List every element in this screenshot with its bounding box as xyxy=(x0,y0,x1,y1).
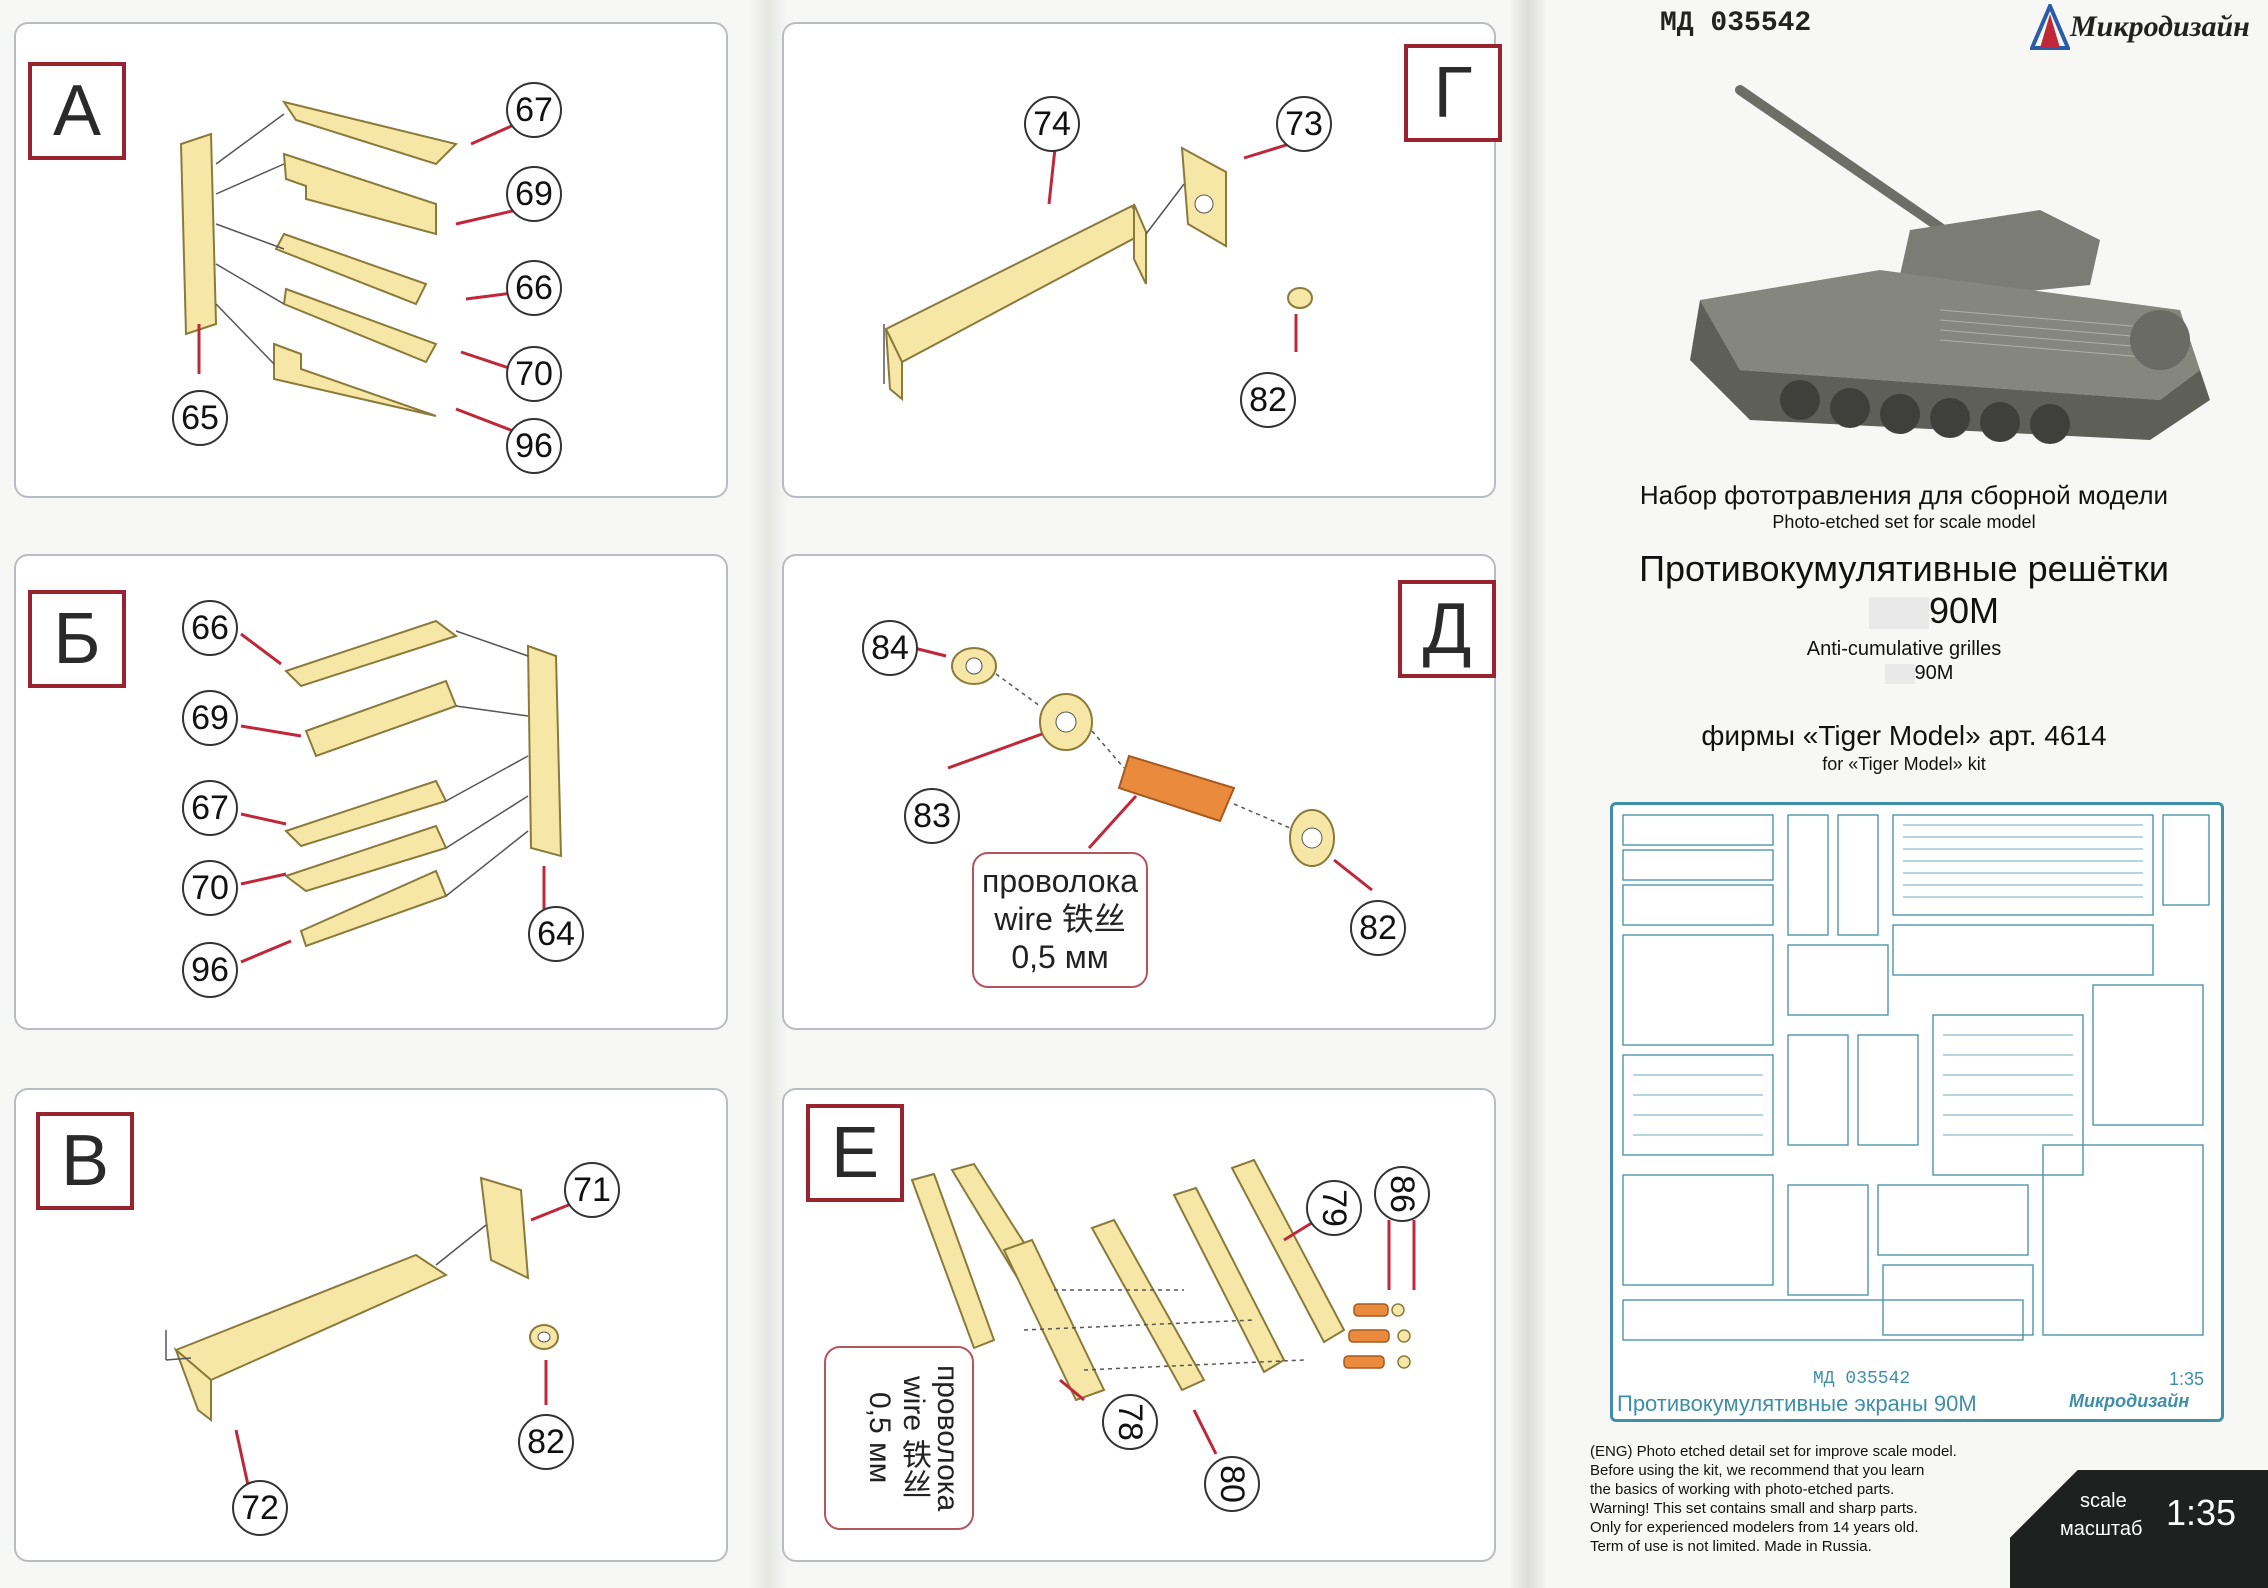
part-number: 84 xyxy=(862,620,918,676)
part-number: 71 xyxy=(564,1162,620,1218)
wire-note-ru: проволока xyxy=(982,863,1138,899)
grille-name-en: Anti-cumulative grilles xyxy=(1806,638,2002,660)
footer-line: (ENG) Photo etched detail set for improv… xyxy=(1590,1443,1957,1460)
fret-parts xyxy=(1622,814,2210,1341)
assembly-drawing xyxy=(240,619,563,964)
scale-label: scale xyxy=(2080,1490,2127,1512)
kit-ref-en: for «Tiger Model» kit xyxy=(1822,754,1986,774)
part-number: 69 xyxy=(506,166,562,222)
fold-shadow xyxy=(1508,0,1548,1588)
footer-line: Warning! This set contains small and sha… xyxy=(1590,1500,1918,1517)
panel-v: В 71 82 72 xyxy=(14,1088,728,1562)
wire-note-en: wire 铁丝 xyxy=(994,901,1126,937)
assembly-drawing xyxy=(910,1158,1416,1455)
part-number: 86 xyxy=(1374,1166,1430,1222)
part-number: 66 xyxy=(506,260,562,316)
footer-line: the basics of working with photo-etched … xyxy=(1590,1481,1895,1498)
step-letter: А xyxy=(28,62,126,160)
step-letter: Г xyxy=(1404,44,1502,142)
brand-logo-icon xyxy=(2030,4,2070,50)
step-letter: В xyxy=(36,1112,134,1210)
panel-g: Г 74 73 82 xyxy=(782,22,1502,498)
panel-e: Е xyxy=(782,1088,1496,1562)
footer-line: Before using the kit, we recommend that … xyxy=(1590,1462,1925,1479)
step-letter: Е xyxy=(806,1104,904,1202)
wire-note-en: wire 铁丝 xyxy=(897,1376,930,1500)
brand-logo: Микродизайн xyxy=(2030,4,2250,50)
wire-note-size: 0,5 мм xyxy=(1011,939,1109,975)
part-number: 66 xyxy=(182,600,238,656)
part-number: 82 xyxy=(518,1414,574,1470)
panel-b: Б 66 69 67 70 96 64 xyxy=(14,554,728,1030)
assembly-drawing xyxy=(179,100,522,436)
part-number: 70 xyxy=(182,860,238,916)
part-number: 82 xyxy=(1240,372,1296,428)
part-number: 73 xyxy=(1276,96,1332,152)
wire-note: проволока wire 铁丝 0,5 мм xyxy=(824,1346,974,1530)
part-number: 70 xyxy=(506,346,562,402)
footer-notes: (ENG) Photo etched detail set for improv… xyxy=(1590,1442,2030,1556)
scale-value: 1:35 xyxy=(2166,1492,2237,1533)
part-number: 96 xyxy=(506,418,562,474)
part-number: 82 xyxy=(1350,900,1406,956)
footer-line: Term of use is not limited. Made in Russ… xyxy=(1590,1538,1872,1555)
set-title-ru: Набор фототравления для сборной модели xyxy=(1639,480,2169,510)
scale-badge: scale масштаб 1:35 xyxy=(2010,1470,2268,1588)
cover-panel: МД 035542 Микродизайн Набор фототравлени… xyxy=(1540,0,2268,1588)
panel-d: Д 84 83 82 проволока wire 铁丝 0,5 мм xyxy=(782,554,1496,1030)
tank-photo xyxy=(1690,85,2210,444)
fret-sheet: Противокумулятивные экраны 90М МД 035542… xyxy=(1610,802,2224,1422)
grille-name-ru: Противокумулятивные решётки xyxy=(1639,548,2169,589)
fret-scale: 1:35 xyxy=(2169,1369,2205,1389)
grille-model-ru: 90М xyxy=(1540,590,2268,632)
scale-label-ru: масштаб xyxy=(2060,1518,2143,1540)
panel-a: А 67 69 66 70 96 65 xyxy=(14,22,728,498)
part-number: 78 xyxy=(1102,1394,1158,1450)
fret-brand: Микродизайн xyxy=(2069,1391,2190,1411)
part-number: 67 xyxy=(506,82,562,138)
set-title-en: Photo-etched set for scale model xyxy=(1772,512,2036,532)
footer-line: Only for experienced modelers from 14 ye… xyxy=(1590,1519,1919,1536)
part-number: 96 xyxy=(182,942,238,998)
wire-tube xyxy=(1117,754,1236,823)
part-number: 64 xyxy=(528,906,584,962)
part-number: 69 xyxy=(182,690,238,746)
assembly-drawing xyxy=(165,1176,577,1486)
step-letter: Б xyxy=(28,590,126,688)
kit-ref-ru: фирмы «Tiger Model» арт. 4614 xyxy=(1701,720,2107,751)
step-letter: Д xyxy=(1398,580,1496,678)
fold-shadow xyxy=(748,0,788,1588)
part-number: 74 xyxy=(1024,96,1080,152)
part-number: 72 xyxy=(232,1480,288,1536)
part-number: 80 xyxy=(1204,1456,1260,1512)
wire-note-size: 0,5 мм xyxy=(863,1392,896,1484)
part-number: 83 xyxy=(904,788,960,844)
assembly-drawing xyxy=(905,644,1373,892)
brand-name: Микродизайн xyxy=(2070,10,2250,43)
grille-model-en: 90M xyxy=(1540,662,2268,685)
part-number: 67 xyxy=(182,780,238,836)
part-number: 79 xyxy=(1306,1180,1362,1236)
assembly-drawing xyxy=(883,138,1313,402)
fret-code: МД 035542 xyxy=(1813,1369,1911,1389)
wire-note: проволока wire 铁丝 0,5 мм xyxy=(972,852,1148,988)
wire-note-ru: проволока xyxy=(931,1364,964,1512)
part-number: 65 xyxy=(172,390,228,446)
fret-caption: Противокумулятивные экраны 90М xyxy=(1617,1391,1977,1416)
product-code: МД 035542 xyxy=(1660,8,1812,39)
